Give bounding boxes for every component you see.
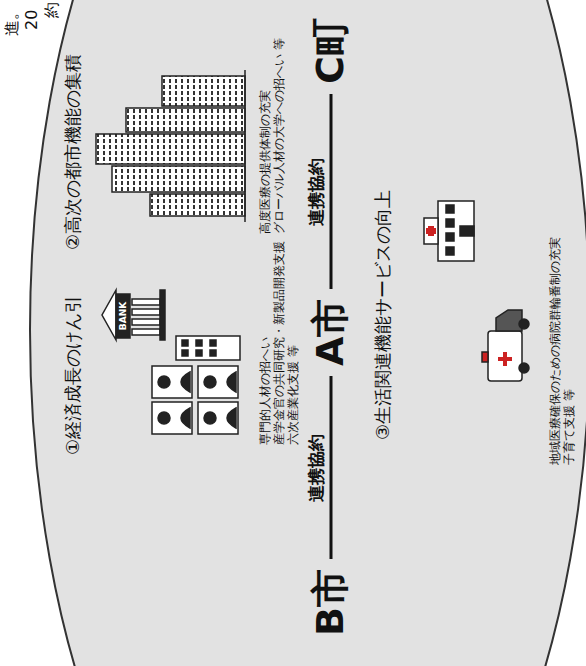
window [210,350,216,356]
city-name: B市 [310,565,352,640]
hospital-icon [424,201,474,261]
edge-label: 連携協約 [306,158,326,226]
person-head [158,376,170,388]
bank-column [132,319,160,325]
window [446,205,454,213]
skyline-icon [96,70,245,222]
window [196,340,202,346]
bank-column [132,309,160,315]
bank-sign [116,294,130,338]
body-text: 子育て支援 等 [562,389,576,465]
person-tile [152,366,192,398]
body-text: 専門的人材の招へい [258,337,272,445]
link-line [330,94,333,289]
body-text: 地域医療確保のための病院群輪番制の充実 [548,237,562,465]
wheel [519,363,529,373]
section-heading: ②高次の都市機能の集積 [62,54,84,250]
people-icons [152,366,238,434]
window [196,350,202,356]
city-node: A市 [310,295,352,370]
window [446,219,454,227]
cross-bar [428,226,434,236]
person-head [158,412,170,424]
person-head [204,376,216,388]
window [210,340,216,346]
person-tile [198,366,238,398]
ground-line [244,70,246,222]
person-tile [152,402,192,434]
city-node: B市 [310,565,352,640]
edge-label: 連携協約 [306,434,326,502]
city-node: C町 [310,14,352,88]
tower [112,166,245,192]
city-name: A市 [310,295,352,370]
window [446,233,454,241]
tower [162,76,245,106]
window [182,340,188,346]
body-text: 六次産業化支援 等 [286,345,300,445]
person-body [227,408,236,428]
cut-text: 約 [42,2,61,18]
city-name: C町 [310,14,352,88]
hospital-building [438,201,474,261]
section-heading: ③生活関連機能サービスの向上 [372,190,394,440]
body-text: 産学金官の共同研究・新製品開発支援 [272,241,286,445]
window [182,350,188,356]
region-ellipse-shape [30,0,586,666]
bank-sign-text: BANK [116,294,130,338]
section-heading: ①経済成長のけん引 [62,295,84,455]
bank-column [132,299,160,305]
office-icon [176,336,240,360]
ambulance-cab [496,310,522,331]
body-text: 高度医療の提供体制の充実 [258,90,272,234]
wheel [519,319,529,329]
bank-icon [102,290,165,340]
ambulance-icon [482,310,529,381]
tower [126,108,245,132]
cut-text: 20 [22,10,41,30]
office-building [176,336,240,360]
person-body [181,408,190,428]
tower [96,134,245,164]
body-text: グローバル人材の大学への招へい 等 [272,38,286,234]
person-body [181,372,190,392]
tower [150,194,245,216]
person-tile [198,402,238,434]
bank-base [160,290,165,340]
person-head [204,412,216,424]
ambulance-body [488,331,522,381]
ambulance-cross [503,352,507,366]
link-line [330,376,333,559]
bank-column [132,329,160,335]
ambulance-light [482,352,488,362]
window [446,247,454,255]
bank-roof [102,290,116,340]
hospital-top [424,218,438,244]
door [460,226,474,236]
cut-text: 進。 [2,4,21,36]
person-body [227,372,236,392]
